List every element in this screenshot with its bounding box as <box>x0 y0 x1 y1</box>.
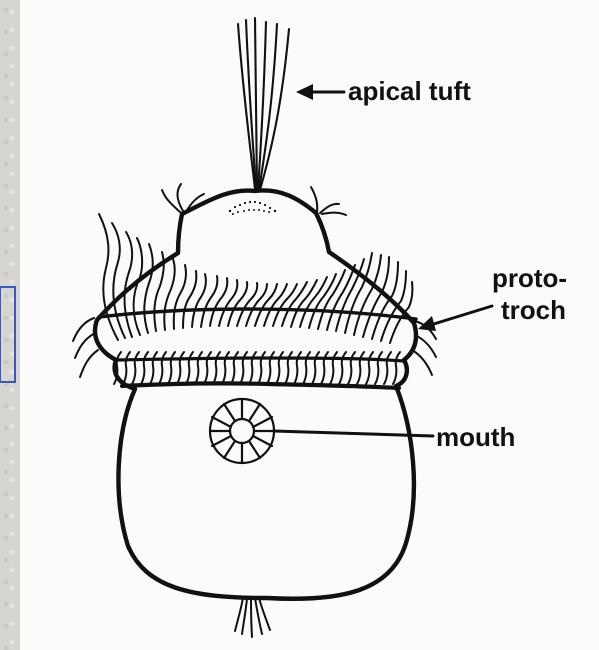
prototroch-label: proto-troch <box>492 262 567 326</box>
prototroch-leader <box>418 306 492 331</box>
posterior-tuft <box>235 598 270 637</box>
apical-tuft <box>238 18 289 190</box>
larva-body-outline <box>95 190 416 598</box>
prototroch-label-line-1: proto- <box>492 263 567 293</box>
prototroch-upper-cilia <box>99 214 412 343</box>
mouth-label: mouth <box>436 424 515 450</box>
mouth-structure <box>210 399 274 463</box>
apical-tuft-leader <box>296 84 344 100</box>
prototroch-label-line-2: troch <box>501 294 566 326</box>
apical-tuft-label: apical tuft <box>348 78 471 104</box>
apical-dots <box>229 201 276 215</box>
